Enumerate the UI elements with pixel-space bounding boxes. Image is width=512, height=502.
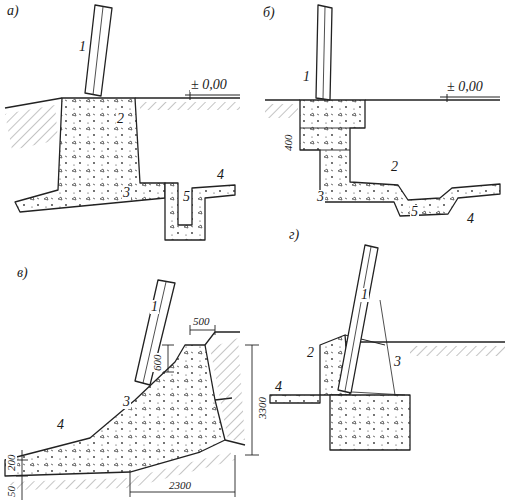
callout-number: 2 xyxy=(116,112,125,126)
dimension: 400 xyxy=(283,134,294,153)
callout-number: 4 xyxy=(274,380,283,394)
callout-number: 5 xyxy=(410,205,419,219)
callout-number: 4 xyxy=(56,418,65,432)
callout-number: 3 xyxy=(393,355,402,369)
callout-number: 1 xyxy=(302,70,311,84)
callout-number: 2 xyxy=(390,160,399,174)
panel-letter: а) xyxy=(6,4,20,18)
callout-number: 5 xyxy=(182,190,191,204)
panel-letter: г) xyxy=(288,228,300,242)
dimension: 3300 xyxy=(257,396,268,420)
callout-number: 1 xyxy=(78,40,87,54)
dimension: 200 xyxy=(6,454,17,473)
level-mark: ± 0,00 xyxy=(446,80,484,94)
dimension: 600 xyxy=(152,354,163,373)
callout-number: 3 xyxy=(122,186,131,200)
panel-letter: б) xyxy=(262,6,276,20)
callout-number: 4 xyxy=(216,168,225,182)
dimension: 2300 xyxy=(168,480,192,491)
callout-number: 3 xyxy=(316,190,325,204)
callout-number: 2 xyxy=(306,346,315,360)
callout-number: 4 xyxy=(466,212,475,226)
callout-number: 1 xyxy=(360,288,369,302)
dimension: 50 xyxy=(6,485,17,498)
callout-number: 1 xyxy=(150,300,159,314)
panel-letter: в) xyxy=(16,266,29,280)
level-mark: ± 0,00 xyxy=(190,78,228,92)
dimension: 500 xyxy=(192,316,211,327)
callout-number: 3 xyxy=(122,395,131,409)
